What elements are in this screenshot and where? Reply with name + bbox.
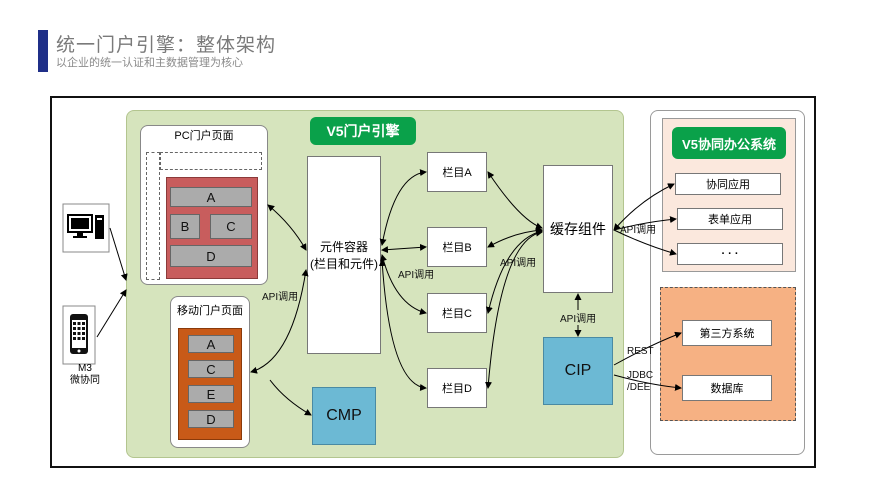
pc-layout-header-dashed (160, 152, 262, 170)
cache-form-app-arrow (613, 216, 677, 231)
desktop-to-engine-arrow (109, 227, 128, 281)
api-label-pc: API调用 (262, 292, 299, 303)
api-label-columns: API调用 (500, 258, 537, 269)
cip-third-party-arrow (613, 331, 682, 366)
page-subtitle: 以企业的统一认证和主数据管理为核心 (56, 57, 243, 69)
api-label-container: API调用 (398, 270, 435, 281)
v5-office-title: V5协同办公系统 (672, 127, 786, 159)
cache-collab-app-arrow (613, 183, 675, 231)
cache-more-apps-arrow (613, 229, 677, 256)
column-b-box: 栏目B (427, 227, 487, 267)
rest-label: REST (627, 346, 654, 357)
page-title: 统一门户引擎：整体架构 (56, 35, 277, 56)
container-cmp-arrow (269, 379, 312, 416)
desktop-computer-icon (62, 203, 110, 253)
pc-column-c: C (210, 214, 252, 239)
mobile-client-label-line1: M3 (78, 363, 92, 374)
jdbc-label-line2: /DEE (627, 382, 651, 393)
api-label-cache-v5: API调用 (620, 225, 657, 236)
jdbc-label-line1: JDBC (627, 370, 654, 381)
column-b-cache-arrow (487, 226, 543, 248)
element-container: 元件容器 (栏目和元件) (307, 156, 381, 354)
container-column-d-arrow (378, 259, 427, 391)
diagram-frame (50, 96, 816, 468)
collab-app-box: 协同应用 (675, 173, 781, 195)
container-column-b-arrow (381, 243, 427, 254)
api-label-cache-cip: API调用 (560, 310, 597, 325)
element-container-line1: 元件容器 (319, 240, 368, 254)
mobile-client-label-line2: 微协同 (70, 375, 100, 386)
pc-portal-title: PC门户页面 (174, 130, 234, 142)
column-d-cache-arrow (484, 229, 543, 389)
container-column-c-arrow (380, 254, 427, 315)
mobile-phone-icon (62, 305, 96, 365)
column-a-cache-arrow (487, 171, 543, 230)
database-box: 数据库 (682, 375, 772, 401)
form-app-box: 表单应用 (677, 208, 783, 230)
title-accent-bar (38, 30, 48, 72)
phone-to-engine-arrow (96, 289, 127, 338)
column-c-box: 栏目C (427, 293, 487, 333)
cip-box: CIP (543, 337, 613, 405)
mobile-column-e: E (188, 385, 234, 403)
mobile-container-arrow (250, 269, 309, 374)
element-container-line2: (栏目和元件) (310, 257, 378, 271)
mobile-portal-title: 移动门户页面 (177, 305, 243, 317)
column-a-box: 栏目A (427, 152, 487, 192)
more-apps-box: · · · (677, 243, 783, 265)
mobile-column-c: C (188, 360, 234, 378)
third-party-system-box: 第三方系统 (682, 320, 772, 346)
column-d-box: 栏目D (427, 368, 487, 408)
mobile-column-a: A (188, 335, 234, 353)
portal-engine-title: V5门户引擎 (310, 117, 416, 145)
container-column-a-arrow (379, 169, 427, 246)
pc-column-d: D (170, 245, 252, 267)
mobile-column-d: D (188, 410, 234, 428)
cip-database-arrow (613, 374, 682, 391)
cache-component: 缓存组件 (543, 165, 613, 293)
pc-layout-sidebar-dashed (146, 152, 160, 280)
pc-column-b: B (170, 214, 200, 239)
pc-column-a: A (170, 187, 252, 207)
jdbc-label: JDBC /DEE (627, 370, 653, 394)
pc-container-arrow (267, 204, 307, 251)
mobile-client-label: M3 微协同 (60, 363, 110, 387)
cmp-box: CMP (312, 387, 376, 445)
